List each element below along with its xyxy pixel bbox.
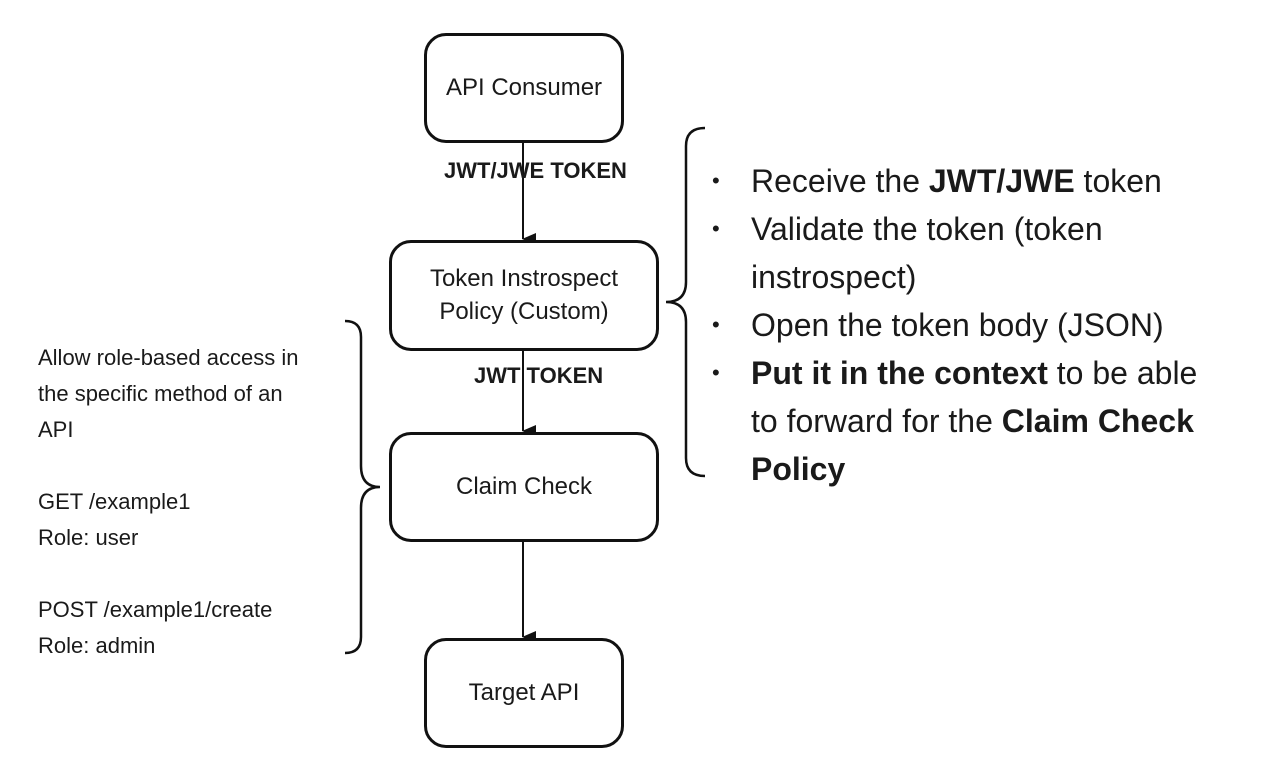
step-put-context-bold-2: Claim Check [1001,403,1194,439]
step-put-context: • Put it in the context to be able to fo… [712,349,1272,493]
step-receive-text-bold: JWT/JWE [928,163,1075,199]
notes-line-3: API [38,417,74,442]
bullet-icon: • [712,360,720,385]
api-consumer-node: API Consumer [424,33,624,143]
api-consumer-label: API Consumer [445,73,603,101]
step-open-body-text: Open the token body (JSON) [751,307,1164,343]
edge-label-jwt-jwe-token: JWT/JWE TOKEN [444,158,627,183]
notes-get-role: Role: user [38,525,139,550]
introspect-steps-list: • Receive the JWT/JWE token • Validate t… [712,157,1272,493]
step-validate: • Validate the token (token instrospect) [712,205,1272,301]
claim-check-label: Claim Check [455,472,593,500]
bullet-icon: • [712,168,720,193]
notes-line-2: the specific method of an [38,381,283,406]
step-put-context-bold-1: Put it in the context [751,355,1048,391]
left-curly-brace [344,319,381,655]
step-validate-text-line1: Validate the token (token [751,211,1103,247]
step-put-context-text-2: to forward for the [751,403,1002,439]
step-put-context-bold-3: Policy [751,451,846,487]
notes-post-role: Role: admin [38,633,156,658]
step-put-context-text-1: to be able [1047,355,1198,391]
target-api-label: Target API [468,678,580,706]
edge-label-jwt-token: JWT TOKEN [474,363,604,388]
claim-check-notes: Allow role-based access in the specific … [38,340,358,664]
target-api-node: Target API [424,638,624,748]
bullet-icon: • [712,216,720,241]
token-introspect-node: Token Instrospect Policy (Custom) [389,240,659,351]
token-introspect-label-line1: Token Instrospect [429,265,619,293]
notes-line-1: Allow role-based access in [38,345,299,370]
step-validate-text-line2: instrospect) [751,259,917,295]
claim-check-node: Claim Check [389,432,659,542]
notes-spacer [38,556,358,592]
right-curly-brace [665,126,706,478]
token-introspect-label: Token Instrospect Policy (Custom) [430,263,618,328]
notes-spacer [38,448,358,484]
step-receive-text-pre: Receive the [751,163,929,199]
step-open-body: • Open the token body (JSON) [712,301,1272,349]
step-receive: • Receive the JWT/JWE token [712,157,1272,205]
notes-post-path: POST /example1/create [38,597,273,622]
notes-get-path: GET /example1 [38,489,191,514]
bullet-icon: • [712,312,720,337]
step-receive-text-post: token [1074,163,1162,199]
token-introspect-label-line2: Policy (Custom) [439,297,609,325]
